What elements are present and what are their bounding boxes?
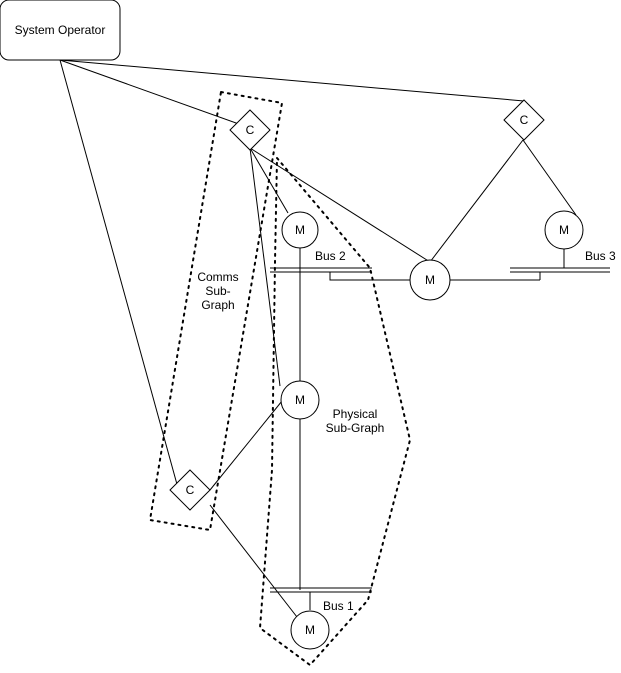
system-operator-node: System Operator xyxy=(0,0,121,61)
svg-text:Physical: Physical xyxy=(333,407,378,421)
meter-bus2: M xyxy=(281,211,319,249)
bus2-bar xyxy=(270,267,372,273)
meter-mid: M xyxy=(280,380,320,420)
controller-top: C xyxy=(229,109,271,151)
link-ctrl-bottom-m-mid xyxy=(209,400,283,491)
link-ctrl-top-m-center xyxy=(249,147,431,263)
svg-text:Comms: Comms xyxy=(197,270,238,284)
meter-bus1: M xyxy=(290,610,330,650)
connections xyxy=(59,59,577,618)
svg-text:M: M xyxy=(295,393,305,407)
physical-subgraph-label: Physical Sub-Graph xyxy=(326,407,385,435)
link-ctrl-top-m-mid xyxy=(249,147,281,387)
bus1-label: Bus 1 xyxy=(323,599,354,613)
meter-bus3: M xyxy=(544,210,584,250)
link-ctrl-top-m-bus2 xyxy=(249,147,289,214)
physical-subgraph-outline xyxy=(258,155,412,667)
link-ctrl-right-m-center xyxy=(429,139,524,263)
controller-right: C xyxy=(503,99,545,141)
bus3-label: Bus 3 xyxy=(585,249,616,263)
svg-text:M: M xyxy=(425,273,435,287)
svg-text:C: C xyxy=(186,483,195,497)
svg-text:Sub-Graph: Sub-Graph xyxy=(326,421,385,435)
svg-text:C: C xyxy=(246,123,255,137)
bus1-bar xyxy=(270,587,372,593)
link-ctrl-right-m-bus3 xyxy=(522,139,577,216)
comms-subgraph-outline xyxy=(148,90,284,532)
link-ctrl-bottom-m-bus1 xyxy=(209,504,298,618)
svg-text:C: C xyxy=(520,113,529,127)
link-operator-ctrl-bottom xyxy=(59,59,179,489)
svg-text:M: M xyxy=(305,623,315,637)
controller-bottom: C xyxy=(169,469,211,511)
link-operator-ctrl-right xyxy=(59,59,525,102)
line-bus2-m-center xyxy=(329,272,410,281)
svg-text:M: M xyxy=(559,223,569,237)
svg-text:Graph: Graph xyxy=(201,298,234,312)
bus3-bar xyxy=(510,267,610,273)
svg-text:M: M xyxy=(295,223,305,237)
bus2-label: Bus 2 xyxy=(315,249,346,263)
svg-text:Sub-: Sub- xyxy=(205,284,230,298)
system-operator-label: System Operator xyxy=(15,23,106,37)
comms-subgraph-label: Comms Sub- Graph xyxy=(197,270,238,312)
meter-center: M xyxy=(409,259,451,301)
link-operator-ctrl-top xyxy=(59,59,251,129)
